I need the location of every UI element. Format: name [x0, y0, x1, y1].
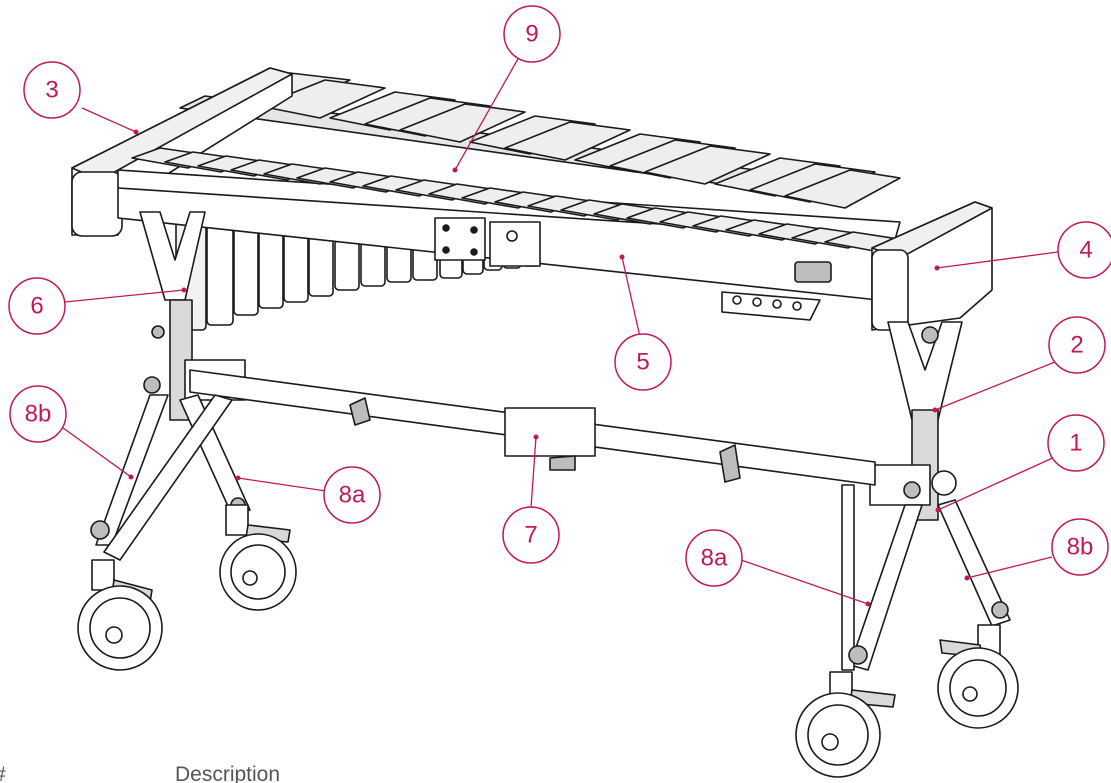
callout-8a-left-label: 8a	[339, 482, 366, 509]
instrument-drawing	[71, 67, 1019, 778]
right-end-cap	[871, 201, 993, 331]
table-header-hash: #	[0, 763, 6, 783]
caster-front-right	[795, 671, 896, 778]
caster-front-left	[77, 559, 163, 671]
callout-8b-right: 8b	[1051, 518, 1109, 576]
callout-3: 3	[23, 61, 81, 119]
cross-bar	[189, 369, 876, 486]
callout-2-label: 2	[1070, 332, 1083, 359]
callout-8b-left-label: 8b	[25, 401, 52, 428]
left-legs	[90, 394, 251, 561]
callout-3-label: 3	[45, 77, 58, 104]
callout-8b-left: 8b	[9, 385, 67, 443]
callout-8a-left: 8a	[323, 466, 381, 524]
front-rail	[117, 169, 901, 321]
callout-6: 6	[8, 277, 66, 335]
callout-8a-right-label: 8a	[701, 545, 728, 572]
leader-dots	[128, 129, 970, 607]
upper-bar-row	[179, 72, 901, 209]
callout-5-label: 5	[636, 349, 649, 376]
table-header-description: Description	[175, 763, 280, 783]
caster-back-right	[937, 624, 1019, 729]
callout-5: 5	[614, 333, 672, 391]
callout-7: 7	[502, 506, 560, 564]
callout-6-label: 6	[30, 293, 43, 320]
callout-1-label: 1	[1069, 430, 1082, 457]
callout-9-label: 9	[525, 21, 538, 48]
callout-1: 1	[1047, 414, 1105, 472]
callout-7-label: 7	[524, 522, 537, 549]
lower-bar-row	[131, 147, 906, 253]
callout-4: 4	[1057, 221, 1111, 279]
right-legs	[841, 484, 1011, 671]
callout-8b-right-label: 8b	[1067, 534, 1094, 561]
callout-9: 9	[503, 5, 561, 63]
caster-back-left	[219, 504, 297, 611]
resonator-tubes	[175, 214, 541, 331]
callout-8a-right: 8a	[685, 529, 743, 587]
callout-2: 2	[1048, 316, 1106, 374]
callout-4-label: 4	[1079, 237, 1092, 264]
right-frame	[869, 321, 963, 521]
table-header: # Description	[0, 763, 280, 783]
leader-lines	[58, 56, 1059, 605]
